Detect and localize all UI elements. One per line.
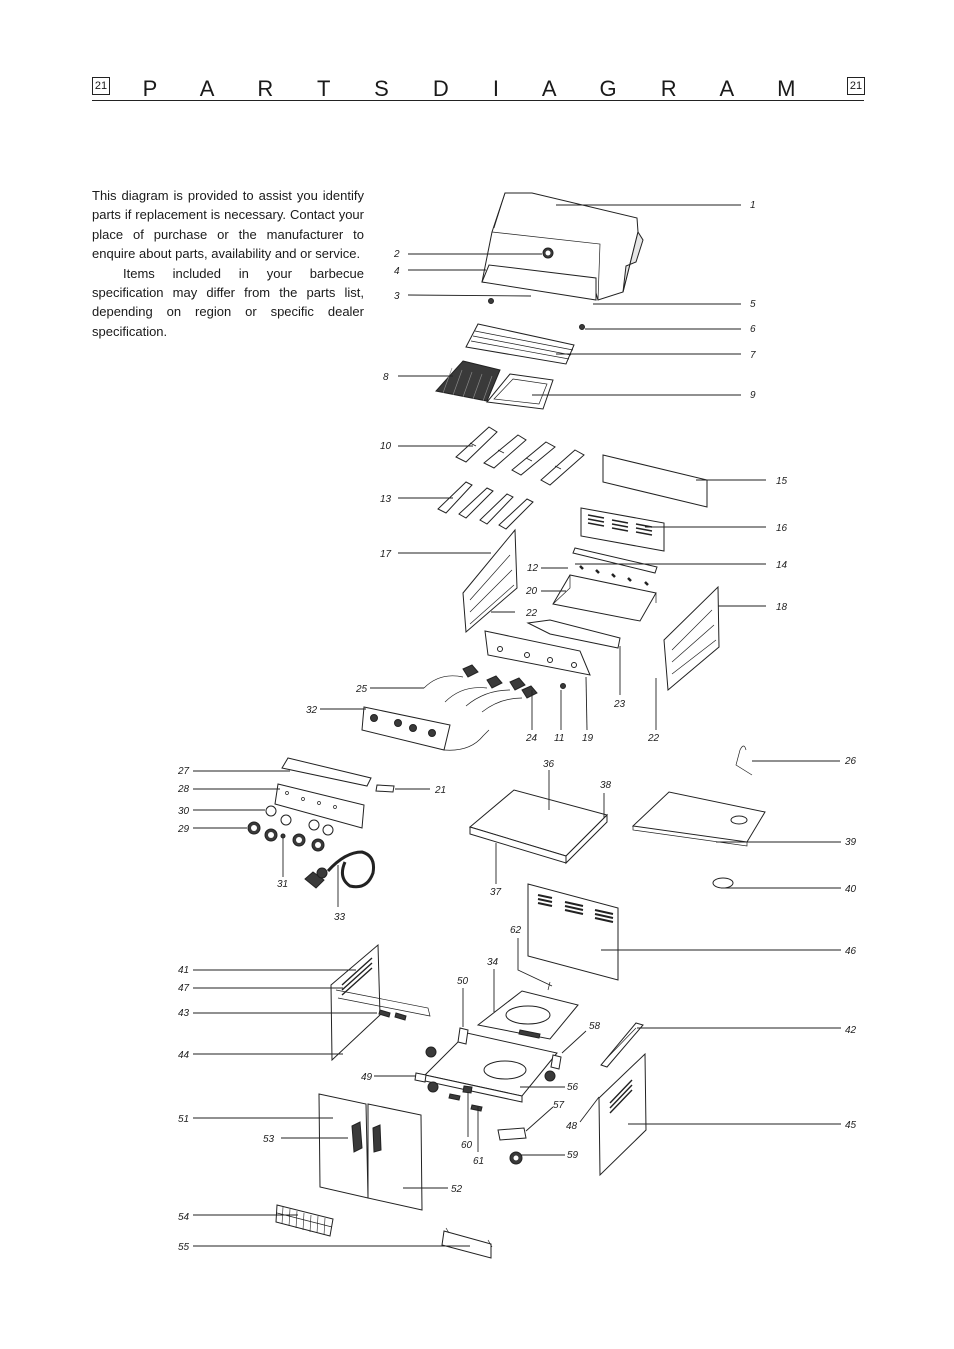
callout-24: 24 (525, 733, 538, 744)
regulator-hose (304, 850, 375, 889)
callout-16: 16 (776, 523, 788, 534)
callout-45: 45 (845, 1120, 857, 1131)
cooking-grill (435, 360, 501, 402)
callout-20: 20 (525, 586, 538, 597)
callout-62: 62 (510, 925, 522, 936)
callout-12: 12 (527, 563, 539, 574)
callout-57: 57 (553, 1100, 565, 1111)
drip-tray (441, 1227, 493, 1259)
callout-36: 36 (543, 759, 555, 770)
intro-paragraph-2: Items included in your barbecue specific… (92, 265, 364, 339)
title-rule (92, 100, 864, 101)
callout-37: 37 (490, 887, 502, 898)
callout-33: 33 (334, 912, 346, 923)
callout-11: 11 (554, 733, 564, 744)
callout-18: 18 (776, 602, 788, 613)
callout-54: 54 (178, 1212, 190, 1223)
callout-42: 42 (845, 1025, 857, 1036)
callout-30: 30 (178, 806, 190, 817)
callout-25: 25 (355, 684, 368, 695)
callout-6: 6 (750, 324, 756, 335)
callout-43: 43 (178, 1008, 190, 1019)
warming-rack (465, 323, 575, 365)
callout-14: 14 (776, 560, 788, 571)
page-title: P A R T S D I A G R A M (142, 76, 815, 101)
leader-lines (193, 204, 841, 1247)
callout-17: 17 (380, 549, 392, 560)
callout-27: 27 (177, 766, 190, 777)
rear-panels (572, 454, 708, 586)
intro-paragraph-1: This diagram is provided to assist you i… (92, 188, 364, 262)
page-number-left: 21 (92, 77, 110, 95)
callout-31: 31 (277, 879, 288, 890)
callout-56: 56 (567, 1082, 579, 1093)
callout-5: 5 (750, 299, 756, 310)
cart-frame-left (330, 943, 431, 1062)
callout-59: 59 (567, 1150, 579, 1161)
callout-52: 52 (451, 1184, 463, 1195)
callout-40: 40 (845, 884, 857, 895)
callout-39: 39 (845, 837, 857, 848)
cart-doors (318, 1093, 423, 1211)
rear-cart-panel (527, 883, 619, 981)
firebox-trays (526, 574, 657, 649)
gas-bottle-tray (476, 981, 579, 1040)
callout-22b: 22 (647, 733, 660, 744)
callout-55: 55 (178, 1242, 190, 1253)
callout-1: 1 (750, 200, 756, 211)
callout-labels: 1 2 3 4 5 6 7 8 9 10 11 12 13 14 15 16 1… (177, 200, 857, 1253)
callout-46: 46 (845, 946, 857, 957)
side-shelf-right (631, 745, 766, 889)
intro-text: This diagram is provided to assist you i… (92, 186, 364, 341)
callout-28: 28 (177, 784, 190, 795)
callout-7: 7 (750, 350, 756, 361)
control-panel (274, 757, 395, 829)
callout-9: 9 (750, 390, 756, 401)
flame-tamers (455, 426, 585, 486)
callout-32: 32 (306, 705, 318, 716)
callout-50: 50 (457, 976, 469, 987)
callout-23: 23 (613, 699, 626, 710)
callout-2: 2 (393, 249, 400, 260)
manifold-valves (423, 630, 591, 713)
rail-42 (600, 1022, 644, 1068)
callout-13: 13 (380, 494, 392, 505)
callout-48: 48 (566, 1121, 578, 1132)
side-shelf-left (468, 789, 608, 865)
castors (497, 1127, 527, 1165)
callout-44: 44 (178, 1050, 190, 1061)
callout-15: 15 (776, 476, 788, 487)
callout-51: 51 (178, 1114, 189, 1125)
callout-34: 34 (487, 957, 499, 968)
callout-8: 8 (383, 372, 389, 383)
callout-4: 4 (394, 266, 400, 277)
callout-60: 60 (461, 1140, 473, 1151)
burners (437, 481, 534, 530)
cart-frame-right (598, 1052, 647, 1177)
cart-base (414, 1027, 562, 1112)
callout-3: 3 (394, 291, 400, 302)
callout-26: 26 (844, 756, 857, 767)
callout-29: 29 (177, 824, 190, 835)
callout-21: 21 (434, 785, 446, 796)
callout-22a: 22 (525, 608, 538, 619)
callout-49: 49 (361, 1072, 373, 1083)
callout-10: 10 (380, 441, 392, 452)
lid-assembly (481, 192, 644, 330)
page-number-right: 21 (847, 77, 865, 95)
callout-41: 41 (178, 965, 189, 976)
control-bracket (361, 706, 490, 751)
storage-basket (275, 1204, 334, 1237)
callout-38: 38 (600, 780, 612, 791)
griddle-plate (486, 373, 554, 410)
callout-58: 58 (589, 1021, 601, 1032)
callout-19: 19 (582, 733, 594, 744)
callout-47: 47 (178, 983, 190, 994)
callout-53: 53 (263, 1134, 275, 1145)
callout-61: 61 (473, 1156, 484, 1167)
side-panels (462, 528, 720, 692)
